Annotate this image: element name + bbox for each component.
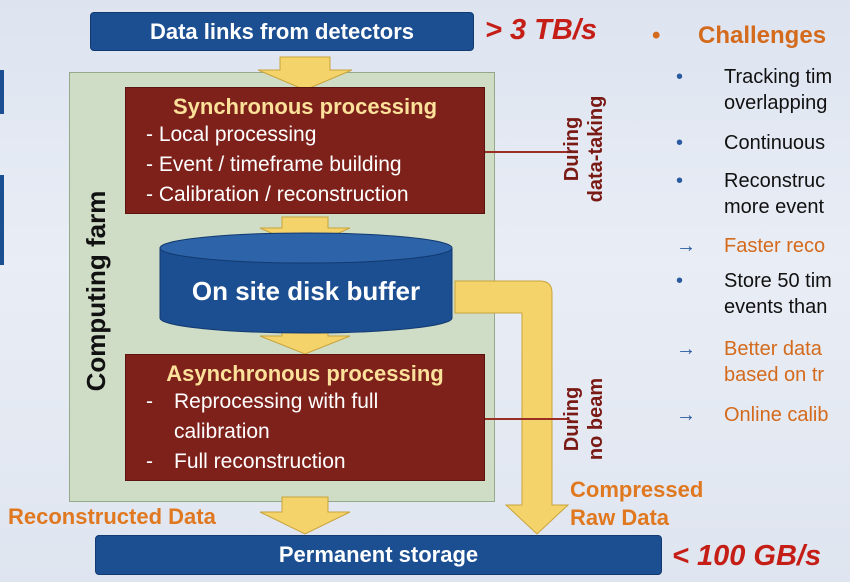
- async-line: -Full reconstruction: [146, 450, 346, 473]
- bullet-marker: •: [676, 270, 684, 292]
- challenge-item: •Store 50 tim events than: [676, 270, 832, 318]
- bullet-marker: •: [676, 170, 684, 192]
- sync-line: - Local processing: [146, 123, 317, 146]
- bullet-marker: •: [676, 132, 684, 154]
- during-no-beam-label: During no beam: [561, 377, 607, 461]
- arrow-marker-icon: →: [676, 404, 696, 426]
- async-processing-box: Asynchronous processing -Reprocessing wi…: [125, 354, 485, 481]
- arrow-to-storage: [259, 496, 351, 535]
- input-rate: > 3 TB/s: [485, 14, 598, 46]
- heading-bullet: •: [652, 22, 661, 49]
- sync-title: Synchronous processing: [172, 94, 438, 119]
- sync-line: - Event / timeframe building: [146, 153, 402, 176]
- disk-buffer-label: On site disk buffer: [191, 276, 421, 306]
- sync-processing-box: Synchronous processing - Local processin…: [125, 87, 485, 214]
- challenge-item: •Continuous: [676, 132, 826, 154]
- arrow-marker-icon: →: [676, 338, 696, 360]
- reconstructed-data-label: Reconstructed Data: [8, 504, 216, 529]
- compressed-raw-data-label: Compressed Raw Data: [570, 477, 704, 530]
- bypass-arrow: [454, 280, 570, 535]
- challenge-item: →Online calib: [676, 404, 829, 426]
- challenge-item: →Better data based on tr: [676, 338, 825, 386]
- output-rate: < 100 GB/s: [672, 540, 822, 572]
- challenge-item: •Reconstruc more event: [676, 170, 826, 218]
- async-line: -Reprocessing with full: [146, 390, 379, 413]
- challenges-heading: •Challenges: [652, 22, 827, 49]
- async-line: calibration: [174, 420, 270, 443]
- left-edge-bar: [0, 70, 4, 114]
- async-title: Asynchronous processing: [166, 361, 444, 386]
- bullet-marker: •: [676, 66, 684, 88]
- sync-line: - Calibration / reconstruction: [146, 183, 409, 206]
- during-data-taking-label: During data-taking: [561, 95, 607, 203]
- left-edge-bar: [0, 175, 4, 265]
- data-links-bar: Data links from detectors: [90, 12, 474, 51]
- arrow-to-sync: [257, 56, 353, 91]
- disk-buffer-cylinder: [159, 232, 453, 334]
- challenge-item: •Tracking tim overlapping: [676, 66, 833, 114]
- permanent-storage-bar: Permanent storage: [95, 535, 662, 575]
- arrow-marker-icon: →: [676, 235, 696, 257]
- challenge-item: →Faster reco: [676, 235, 826, 257]
